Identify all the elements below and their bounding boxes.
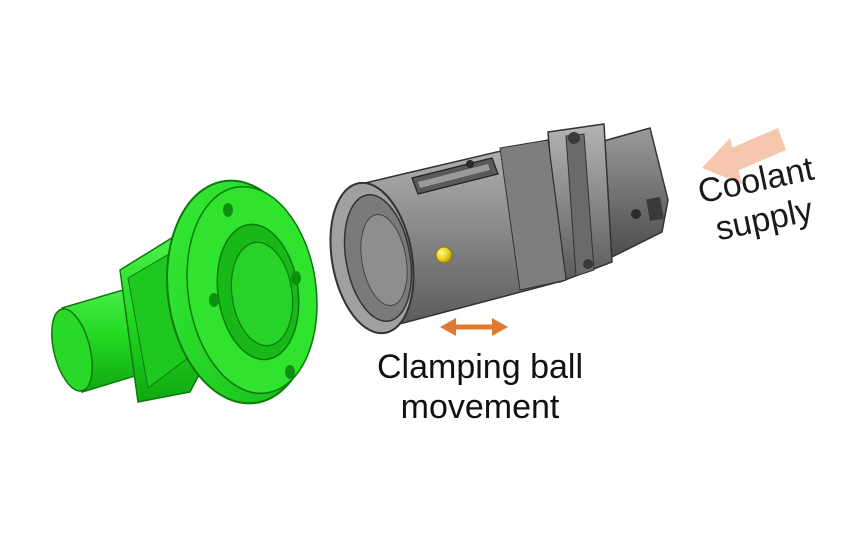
clamping-movement-arrow-icon — [440, 318, 508, 336]
clamping-label-line2: movement — [400, 388, 560, 426]
workpiece-part — [51, 179, 318, 405]
clamping-label-line1: Clamping ball — [377, 348, 583, 386]
coolant-flow-arrow-icon — [702, 128, 786, 184]
clamping-ball-icon — [435, 246, 453, 264]
tool-holder-part — [329, 123, 669, 335]
clamping-ball-movement-label: Clamping ball movement — [330, 347, 630, 427]
